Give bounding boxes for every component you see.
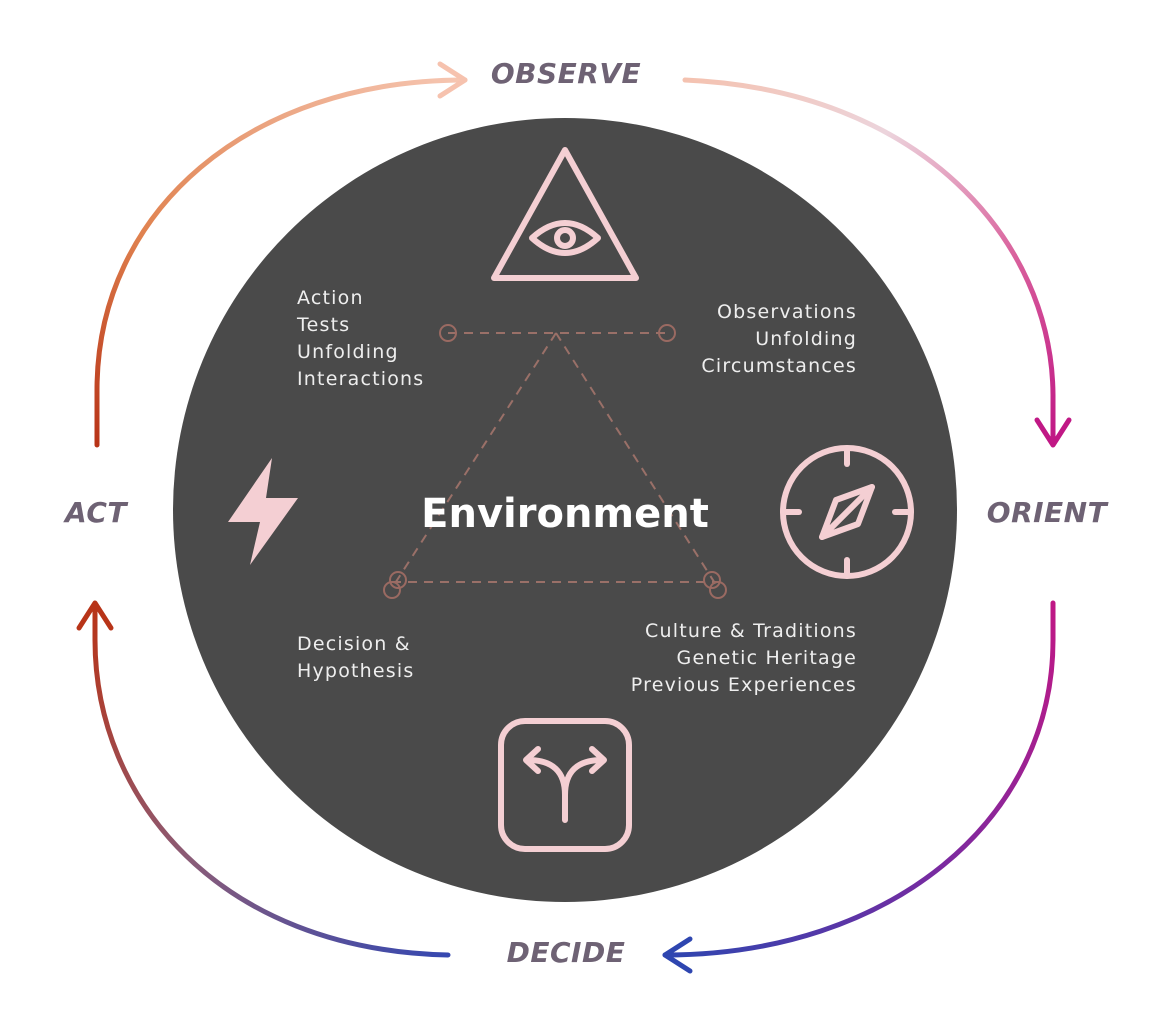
observe-note-line: Observations bbox=[717, 301, 857, 323]
arrowhead-to-decide bbox=[662, 936, 693, 974]
eye-in-triangle-icon bbox=[491, 147, 639, 281]
node-top-right bbox=[658, 324, 676, 342]
decide-notes: Decision & Hypothesis bbox=[297, 633, 414, 682]
stage-label-observe: OBSERVE bbox=[491, 57, 641, 90]
arc-orient-to-decide bbox=[662, 600, 1056, 958]
observe-note-line: Circumstances bbox=[701, 355, 857, 377]
node-top-left bbox=[439, 324, 457, 342]
orient-note-line: Previous Experiences bbox=[631, 674, 857, 696]
environment-circle bbox=[173, 118, 957, 902]
arrowhead-to-orient bbox=[1034, 417, 1072, 448]
arrowhead-to-observe bbox=[437, 61, 468, 99]
decide-note-line: Decision & bbox=[297, 633, 411, 655]
environment-title: Environment bbox=[421, 491, 709, 537]
orient-note-line: Genetic Heritage bbox=[677, 647, 857, 669]
act-note-line: Action bbox=[297, 287, 364, 309]
stage-label-act: ACT bbox=[63, 496, 128, 529]
stage-label-decide: DECIDE bbox=[507, 936, 626, 969]
loop-arrows bbox=[76, 61, 1072, 974]
act-note-line: Tests bbox=[296, 314, 350, 336]
dashed-left-edge bbox=[391, 332, 557, 589]
node-bottom-right bbox=[709, 581, 727, 599]
node-bottom-right-2 bbox=[703, 571, 721, 589]
compass-icon bbox=[780, 445, 914, 579]
act-note-line: Interactions bbox=[297, 368, 424, 390]
orient-notes: Culture & Traditions Genetic Heritage Pr… bbox=[631, 620, 857, 696]
arrowhead-to-act bbox=[76, 600, 114, 631]
arc-observe-to-orient bbox=[682, 77, 1056, 443]
node-bottom-left bbox=[383, 581, 401, 599]
dashed-right-edge bbox=[555, 332, 719, 589]
observe-note-line: Unfolding bbox=[755, 328, 857, 350]
node-bottom-left-2 bbox=[389, 571, 407, 589]
decide-note-line: Hypothesis bbox=[297, 660, 414, 682]
split-arrow-icon bbox=[498, 718, 632, 852]
lightning-bolt-icon bbox=[228, 458, 298, 565]
arc-decide-to-act bbox=[92, 602, 451, 958]
inner-triangle bbox=[383, 324, 727, 599]
orient-note-line: Culture & Traditions bbox=[645, 620, 857, 642]
observe-notes: Observations Unfolding Circumstances bbox=[701, 301, 857, 377]
act-notes: Action Tests Unfolding Interactions bbox=[296, 287, 424, 390]
arc-act-to-observe bbox=[94, 77, 468, 448]
stage-label-orient: ORIENT bbox=[987, 496, 1109, 529]
act-note-line: Unfolding bbox=[297, 341, 399, 363]
